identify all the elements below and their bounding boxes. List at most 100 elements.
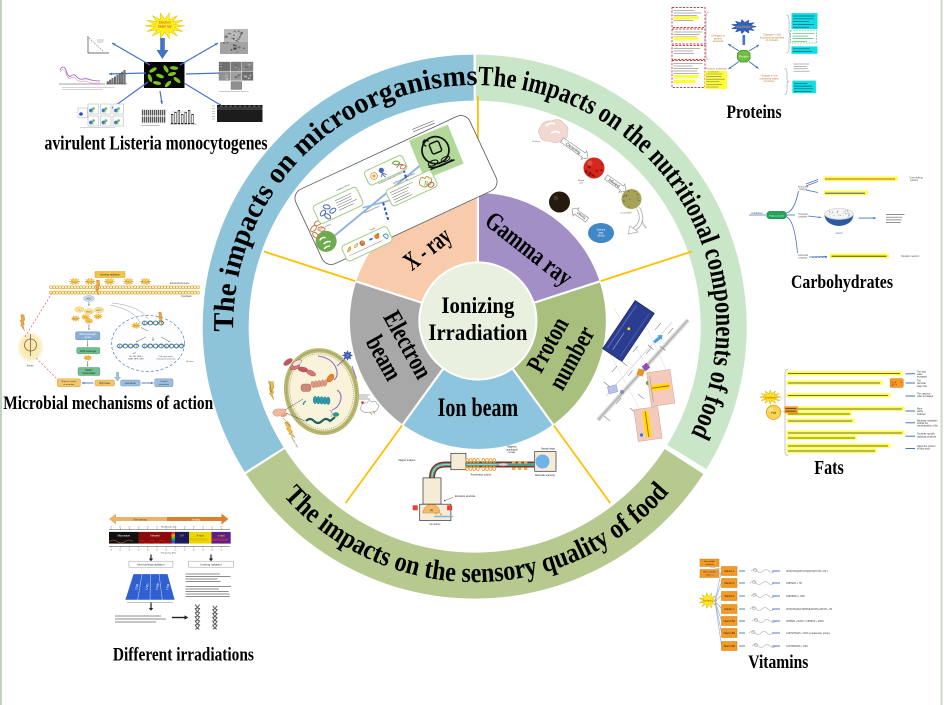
svg-text:Change in the: Change in the [761, 74, 778, 78]
svg-text:H2O+: H2O+ [86, 312, 92, 314]
svg-text:Non-ionizing: Non-ionizing [134, 519, 147, 521]
svg-text:Low doses: Low doses [125, 383, 137, 385]
svg-text:ROS: ROS [134, 326, 139, 328]
svg-text:Extraction electrode: Extraction electrode [455, 495, 476, 498]
svg-text:C12H17N4OS + H2O (a quaternary: C12H17N4OS + H2O (a quaternary group) [786, 632, 830, 635]
svg-text:Microwave: Microwave [118, 533, 131, 537]
svg-text:C6H8O6 + H2O2 = C6H6O6 + 2H2O: C6H8O6 + H2O2 = C6H6O6 + 2H2O [786, 621, 824, 623]
svg-text:Magnet analyzer: Magnet analyzer [399, 459, 416, 462]
svg-text:CH3(CH2)14(CH2OH)6(COOH)+CHOH: CH3(CH2)14(CH2OH)6(COOH)+CHOH + H2 [786, 609, 833, 611]
svg-text:Irradiation: Irradiation [765, 396, 776, 399]
svg-text:10: 10 [110, 527, 112, 529]
svg-text:Vitamin B2: Vitamin B2 [723, 632, 735, 635]
svg-text:Inhibitory effects: Inhibitory effects [336, 183, 350, 192]
svg-text:change: change [799, 188, 808, 191]
svg-text:or mutation: or mutation [63, 383, 75, 386]
svg-text:Protein: Protein [739, 55, 749, 59]
svg-text:value increased: value increased [917, 395, 934, 398]
svg-text:Electrode scanning: Electrode scanning [535, 474, 555, 477]
svg-text:e-: e- [79, 310, 81, 312]
svg-text:Vitamins: Vitamins [748, 652, 808, 673]
svg-text:nutritional value: nutritional value [760, 76, 779, 80]
svg-text:(5kGy): (5kGy) [597, 235, 604, 238]
svg-text:10: 10 [147, 549, 149, 551]
svg-text:Nucleus: Nucleus [186, 361, 195, 363]
svg-text:Different irradiations: Different irradiations [113, 645, 254, 666]
svg-text:Mixed: Mixed [608, 177, 622, 189]
svg-text:5min: 5min [576, 211, 587, 221]
svg-text:H2O*: H2O* [96, 310, 101, 312]
svg-text:Irradiation: Irradiation [751, 211, 763, 215]
svg-text:Non-ionizing radiation: Non-ionizing radiation [137, 562, 164, 566]
svg-text:Polysaccharide: Polysaccharide [769, 214, 785, 217]
svg-text:oxidized: oxidized [917, 414, 926, 416]
svg-text:More: More [917, 408, 923, 411]
svg-text:10: 10 [175, 527, 177, 529]
svg-text:γ-rays: γ-rays [107, 281, 112, 284]
svg-text:Water-soluble: Water-soluble [703, 571, 717, 574]
svg-text:Vitamin B6: Vitamin B6 [723, 645, 735, 648]
svg-text:10: 10 [175, 549, 177, 551]
svg-text:γ-rays: γ-rays [218, 533, 226, 537]
svg-text:radiolysis products: radiolysis products [917, 435, 937, 438]
svg-text:Magnetic: Magnetic [507, 446, 517, 449]
svg-text:Inflammation effects: Inflammation effects [364, 205, 381, 215]
svg-text:property: property [799, 216, 809, 219]
svg-text:genes: genes [85, 337, 92, 339]
svg-text:Irradiation: Irradiation [428, 320, 527, 345]
svg-text:Frequency (Hz): Frequency (Hz) [161, 552, 176, 555]
svg-text:and: and [579, 183, 583, 185]
svg-text:Acceleration column: Acceleration column [471, 473, 492, 476]
svg-text:UVA: UVA [165, 582, 171, 590]
svg-text:High doses: High doses [99, 383, 111, 385]
svg-text:Cytoplasm: Cytoplasm [181, 295, 192, 298]
svg-text:Proteins: Proteins [727, 102, 782, 123]
svg-text:Changes in the: Changes in the [763, 33, 782, 37]
svg-text:Safety of food: Safety of food [319, 223, 331, 231]
svg-text:quadrupole: quadrupole [506, 448, 518, 451]
svg-text:10: 10 [221, 527, 223, 529]
svg-text:reaction: reaction [910, 179, 919, 182]
svg-text:10: 10 [110, 549, 112, 551]
svg-text:Ion source: Ion source [430, 523, 441, 526]
svg-text:of proteins: of proteins [766, 38, 779, 42]
svg-text:10: 10 [184, 549, 186, 551]
svg-text:10: 10 [156, 527, 158, 529]
svg-text:X-rays: X-rays [196, 533, 204, 537]
svg-text:Vitamin C: Vitamin C [724, 608, 735, 611]
svg-text:Wavelength (m): Wavelength (m) [161, 525, 177, 528]
svg-text:Cell cycle arrest,: Cell cycle arrest, [159, 355, 174, 358]
svg-text:10: 10 [156, 549, 158, 551]
svg-text:The carbonyl: The carbonyl [917, 393, 931, 396]
svg-text:10: 10 [202, 527, 204, 529]
svg-text:Moderate irradiation: Moderate irradiation [917, 419, 938, 422]
svg-text:UVB: UVB [155, 583, 161, 590]
svg-text:Electron rays: Electron rays [290, 436, 299, 448]
svg-text:10: 10 [119, 527, 121, 529]
svg-text:10: 10 [221, 549, 223, 551]
svg-text:UVA: UVA [134, 582, 140, 590]
svg-text:vitamins: vitamins [706, 573, 714, 576]
svg-text:Electron: Electron [159, 21, 171, 25]
svg-text:Generate specific: Generate specific [917, 433, 936, 436]
svg-text:Ionizing: Ionizing [441, 293, 514, 318]
svg-text:decomposition of fat: decomposition of fat [917, 425, 938, 428]
svg-text:easily: easily [917, 411, 924, 413]
svg-text:Fats: Fats [814, 457, 844, 479]
svg-text:Ion beam: Ion beam [438, 394, 519, 423]
svg-text:Repress, dead: Repress, dead [62, 380, 77, 383]
svg-text:vitamins: vitamins [705, 563, 714, 566]
svg-text:Treated: Treated [640, 221, 648, 230]
svg-text:10: 10 [211, 549, 213, 551]
svg-text:10: 10 [138, 527, 140, 529]
svg-text:value: value [917, 374, 923, 376]
svg-text:10: 10 [211, 527, 213, 529]
svg-text:OH: OH [96, 317, 100, 319]
svg-text:Carbohydrates: Carbohydrates [791, 272, 893, 293]
svg-text:Microbial mechanisms of action: Microbial mechanisms of action [3, 393, 213, 414]
svg-text:Adjust the content: Adjust the content [917, 445, 936, 448]
svg-text:Radiation: Radiation [703, 600, 714, 603]
svg-text:rays: rays [599, 232, 604, 235]
svg-text:beam ray: beam ray [158, 25, 172, 29]
svg-text:Cross-linking: Cross-linking [909, 177, 923, 180]
